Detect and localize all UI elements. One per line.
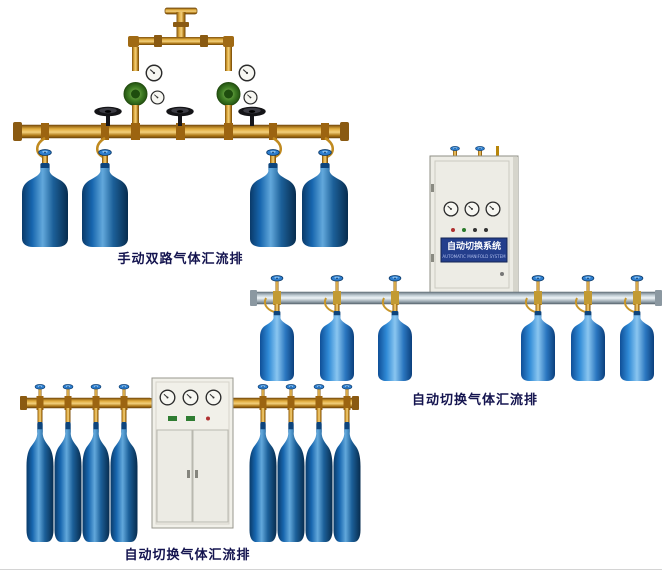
cylinder-valve-wheel-icon	[285, 384, 297, 390]
regulator-right	[216, 64, 258, 127]
caption-auto-switch-manifold: 自动切换气体汇流排	[411, 393, 538, 408]
cylinder-valve-wheel-icon	[388, 275, 402, 282]
manifold-pipe	[250, 290, 662, 306]
gas-cylinder	[333, 422, 361, 542]
valve-handwheel-icon	[166, 106, 194, 117]
panel-gauge	[159, 389, 176, 406]
cabinet-door-right	[192, 429, 229, 523]
cylinder-valves	[38, 149, 332, 167]
valve-handwheel-icon	[94, 106, 122, 117]
cylinder-valve-wheel-icon	[341, 384, 353, 390]
gas-cylinder	[571, 311, 605, 381]
panel-gauge	[464, 201, 480, 217]
gas-cylinder	[521, 311, 555, 381]
cabinet-label-title: 自动切换系统	[447, 240, 501, 252]
main-manifold-pipe	[13, 122, 349, 141]
illustration-manual-dual-manifold	[13, 7, 349, 247]
indicator-light	[473, 228, 477, 232]
cabinet-label-plate	[440, 237, 508, 263]
gas-cylinder	[620, 311, 654, 381]
caption-auto-switch-cabinet-manifold: 自动切换气体汇流排	[124, 548, 251, 563]
gas-cylinder	[110, 422, 138, 542]
cylinder-valve-wheel-icon	[62, 384, 74, 390]
cylinder-valve-wheel-icon	[313, 384, 325, 390]
cylinder-valve-wheel-icon	[38, 149, 52, 156]
gas-cylinders	[260, 311, 654, 381]
illustration-auto-switch-cabinet-manifold	[20, 377, 361, 542]
control-cabinet	[151, 377, 234, 529]
caption-manual-dual-manifold: 手动双路气体汇流排	[117, 252, 244, 267]
indicator-label	[168, 416, 177, 421]
manifold-shutoff-valves	[94, 106, 266, 126]
cabinet-valve-wheel-icon	[450, 146, 460, 151]
cabinet-label-subtitle: AUTOMATIC MANIFOLD SYSTEM	[442, 254, 506, 259]
gas-cylinder	[82, 422, 110, 542]
indicator-light	[451, 228, 455, 232]
cylinder-valves	[37, 408, 350, 424]
cylinder-valve-wheel-icon	[531, 275, 545, 282]
gas-cylinder	[305, 422, 333, 542]
door-handle	[187, 470, 190, 478]
cylinder-valve-wheel-icon	[118, 384, 130, 390]
cylinder-valve-wheel-icon	[90, 384, 102, 390]
cabinet-lock-icon	[500, 272, 504, 276]
cylinder-valve-wheel-icon	[330, 275, 344, 282]
indicator-light	[484, 228, 488, 232]
pressure-gauge	[150, 90, 165, 105]
manifold-pipe	[20, 396, 359, 410]
gas-cylinder	[277, 422, 305, 542]
cylinder-valve-wheel-icon	[581, 275, 595, 282]
gas-cylinder	[260, 311, 294, 381]
gas-cylinder	[320, 311, 354, 381]
cylinder-valve-wheel-icon	[630, 275, 644, 282]
gas-cylinder	[249, 422, 277, 542]
valve-handwheel-icon	[238, 106, 266, 117]
cabinet-door-left	[156, 429, 193, 523]
cylinder-pigtails	[36, 136, 334, 159]
pressure-gauge	[238, 64, 256, 82]
pressure-gauge	[145, 64, 163, 82]
inlet-header-pipes	[128, 7, 234, 71]
door-handle	[195, 470, 198, 478]
gas-cylinder	[378, 311, 412, 381]
control-cabinet: 自动切换系统 AUTOMATIC MANIFOLD SYSTEM	[429, 146, 519, 294]
indicator-label	[186, 416, 195, 421]
cylinder-pigtails	[264, 297, 636, 313]
gas-cylinder	[22, 163, 68, 247]
cylinder-valve-wheel-icon	[257, 384, 269, 390]
panel-gauge	[485, 201, 501, 217]
indicator-light	[206, 416, 210, 421]
cabinet-valve-wheel-icon	[475, 146, 485, 151]
panel-gauge	[205, 389, 222, 406]
pressure-gauge	[243, 90, 258, 105]
cylinder-valve-wheel-icon	[34, 384, 46, 390]
regulator-left	[123, 64, 165, 127]
cylinder-valve-wheel-icon	[270, 275, 284, 282]
gas-cylinder	[82, 163, 128, 247]
gas-cylinder	[54, 422, 82, 542]
bottom-divider	[0, 569, 662, 570]
gas-cylinder	[26, 422, 54, 542]
panel-gauge	[443, 201, 459, 217]
panel-gauge	[182, 389, 199, 406]
indicator-light	[462, 228, 466, 232]
cylinder-valve-wheel-icon	[98, 149, 112, 156]
cylinder-valves	[274, 304, 640, 313]
illustration-auto-switch-manifold: 自动切换系统 AUTOMATIC MANIFOLD SYSTEM	[250, 146, 662, 381]
